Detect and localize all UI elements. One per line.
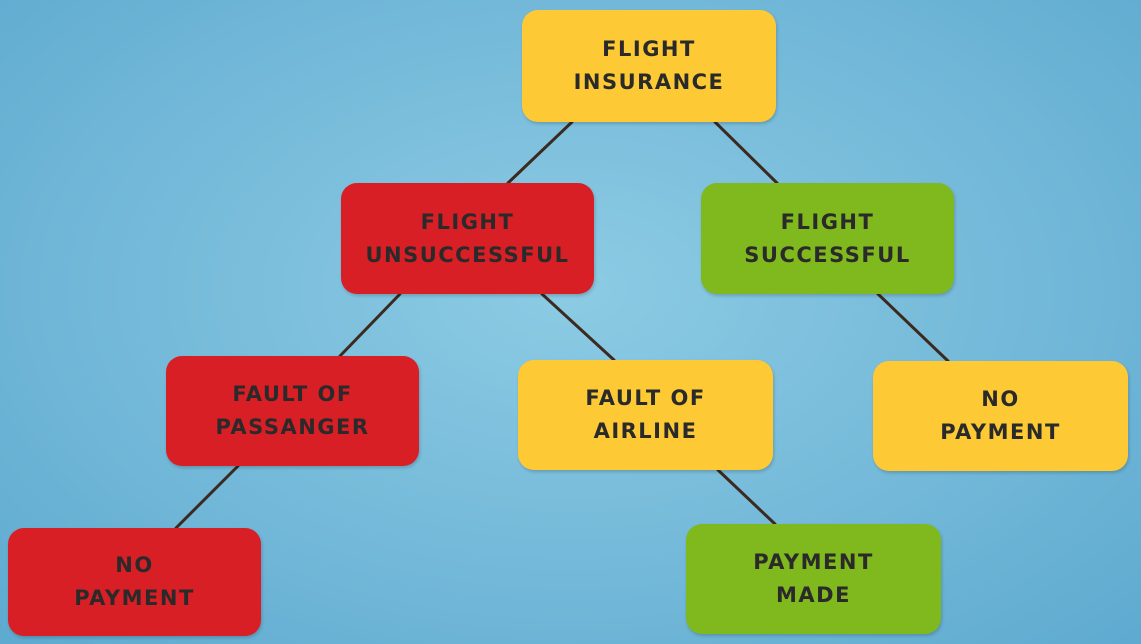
node-flight-unsuccessful-line2: UNSUCCESSFUL: [365, 242, 570, 267]
node-no-payment-left-line2: PAYMENT: [74, 586, 195, 610]
node-payment-made-line1: PAYMENT: [753, 550, 874, 574]
node-no-payment-left-line1: NO: [115, 553, 154, 577]
node-fault-of-passanger-line2: PASSANGER: [215, 415, 370, 439]
edge-unsuccessful-airline: [540, 292, 616, 362]
node-flight-insurance: FLIGHT INSURANCE: [522, 10, 776, 122]
node-flight-successful-line1: FLIGHT: [780, 209, 875, 234]
node-payment-made-line2: MADE: [776, 583, 851, 607]
node-flight-insurance-line2: INSURANCE: [573, 70, 725, 94]
node-no-payment-right-line2: PAYMENT: [940, 420, 1061, 444]
node-no-payment-left: NO PAYMENT: [8, 528, 261, 636]
node-flight-unsuccessful: FLIGHT UNSUCCESSFUL: [341, 183, 594, 294]
node-no-payment-right: NO PAYMENT: [873, 361, 1128, 471]
edge-successful-no-payment: [876, 292, 950, 363]
edge-root-unsuccessful: [506, 120, 574, 185]
edge-root-successful: [713, 120, 779, 185]
edge-passenger-no-payment: [174, 464, 240, 530]
node-fault-of-airline-line2: AIRLINE: [593, 419, 698, 443]
node-no-payment-right-line1: NO: [981, 387, 1020, 411]
node-flight-insurance-line1: FLIGHT: [602, 37, 696, 61]
edge-unsuccessful-passenger: [338, 292, 402, 358]
node-fault-of-passanger: FAULT OF PASSANGER: [166, 356, 419, 466]
node-flight-unsuccessful-line1: FLIGHT: [420, 209, 515, 234]
node-flight-successful: FLIGHT SUCCESSFUL: [701, 183, 954, 294]
node-fault-of-airline-line1: FAULT OF: [585, 386, 706, 410]
node-flight-successful-line2: SUCCESSFUL: [744, 242, 911, 267]
node-fault-of-airline: FAULT OF AIRLINE: [518, 360, 773, 470]
edge-airline-payment-made: [716, 468, 777, 526]
node-fault-of-passanger-line1: FAULT OF: [232, 382, 353, 406]
node-payment-made: PAYMENT MADE: [686, 524, 941, 634]
